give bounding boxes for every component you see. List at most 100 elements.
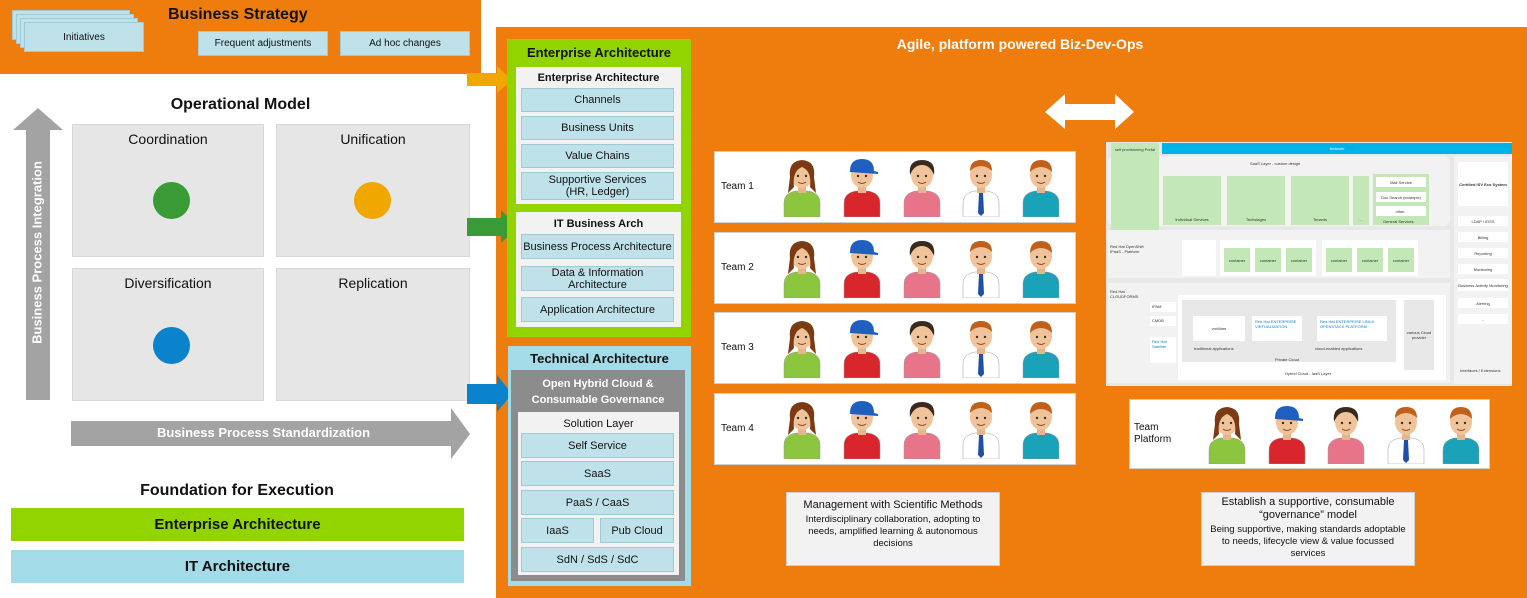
solution-layer-title: Solution Layer bbox=[563, 418, 634, 430]
standardization-arrow bbox=[71, 408, 470, 459]
quadrant-label: Unification bbox=[340, 131, 406, 147]
yellow-arrow bbox=[467, 66, 512, 93]
foundation-title: Foundation for Execution bbox=[140, 482, 334, 499]
woman-pink-person-icon bbox=[903, 402, 941, 459]
blue-dot bbox=[153, 327, 190, 364]
man-teal-person-icon bbox=[1442, 407, 1480, 464]
quadrant-label: Coordination bbox=[128, 131, 208, 147]
side-item: Billing bbox=[1458, 232, 1508, 242]
saas-layer-label: SaaS Layer - custom design bbox=[1250, 161, 1301, 166]
team-row: Team 4 bbox=[714, 393, 1076, 465]
frequent-adjustments-box: Frequent adjustments bbox=[198, 31, 328, 56]
it-item-dia: Data & Information Architecture bbox=[521, 266, 674, 291]
woman-green-person-icon bbox=[783, 402, 821, 459]
team-label: Team 3 bbox=[721, 342, 754, 353]
management-text: Interdisciplinary collaboration, adoptin… bbox=[805, 514, 981, 549]
saas-box-techstages: Techstages bbox=[1227, 176, 1285, 225]
foundation-ea-label: Enterprise Architecture bbox=[154, 516, 321, 533]
green-dot bbox=[153, 182, 190, 219]
team-label: Team 2 bbox=[721, 262, 754, 273]
paas-caas-box: PaaS / CaaS bbox=[521, 490, 674, 515]
left-item: Red Hat Satellite bbox=[1150, 337, 1176, 363]
vmware-box: vmWare bbox=[1193, 316, 1245, 341]
man-teal-person-icon bbox=[1022, 160, 1060, 217]
side-item: LDAP / IDSS bbox=[1458, 216, 1508, 226]
man-tie-person-icon bbox=[962, 160, 1000, 217]
certified-isv: Certified ISV Eco System bbox=[1458, 162, 1508, 206]
woman-green-person-icon bbox=[783, 241, 821, 298]
hybrid-cloud-title: Open Hybrid Cloud & Consumable Governanc… bbox=[531, 378, 665, 406]
man-tie-person-icon bbox=[1387, 407, 1425, 464]
container-box: container bbox=[1326, 248, 1352, 272]
man-teal-person-icon bbox=[1022, 321, 1060, 378]
agile-title: Agile, platform powered Biz-Dev-Ops bbox=[896, 36, 1144, 52]
left-item: IPAM bbox=[1150, 302, 1176, 312]
initiatives-box: Initiatives bbox=[24, 22, 144, 52]
container-box: container bbox=[1286, 248, 1312, 272]
team-label: Team 1 bbox=[721, 181, 754, 192]
woman-pink-person-icon bbox=[903, 321, 941, 378]
container-box: container bbox=[1357, 248, 1383, 272]
management-box: Management with Scientific Methods Inter… bbox=[786, 492, 1000, 566]
private-cloud-label: Private Cloud bbox=[1275, 357, 1300, 362]
general-services-label: General Services bbox=[1383, 219, 1414, 224]
ea-item-supportive-services: Supportive Services (HR, Ledger) bbox=[521, 172, 674, 200]
adhoc-changes-box: Ad hoc changes bbox=[340, 31, 470, 56]
technical-architecture-title: Technical Architecture bbox=[530, 351, 669, 366]
doc-search: Doc Search (example) bbox=[1376, 192, 1426, 202]
side-item: Business Activity Monitoring bbox=[1458, 279, 1508, 291]
man-tie-person-icon bbox=[962, 321, 1000, 378]
quadrant-replication: Replication bbox=[276, 268, 470, 401]
man-cap-red-person-icon bbox=[843, 159, 881, 217]
manager-box bbox=[1182, 240, 1216, 276]
yellow-dot bbox=[354, 182, 391, 219]
cloud-enabled-label: cloud-enabled applications bbox=[1315, 346, 1363, 351]
man-teal-person-icon bbox=[1022, 241, 1060, 298]
quadrant-coordination: Coordination bbox=[72, 124, 264, 257]
saas-box-tenants: Tenants bbox=[1291, 176, 1349, 225]
side-item: Alerting bbox=[1458, 298, 1508, 308]
container-box: container bbox=[1224, 248, 1250, 272]
foundation-it-label: IT Architecture bbox=[184, 558, 291, 575]
governance-title: Establish a supportive, consumable “gove… bbox=[1221, 496, 1395, 521]
woman-pink-person-icon bbox=[1327, 407, 1365, 464]
saas-box-individual: Individual Services bbox=[1163, 176, 1221, 225]
it-item-aa: Application Architecture bbox=[521, 297, 674, 322]
integration-arrow bbox=[13, 108, 63, 400]
man-tie-person-icon bbox=[962, 241, 1000, 298]
portal-box: self provisioning Portal bbox=[1111, 143, 1159, 235]
mail-service: Mail Service bbox=[1376, 177, 1426, 187]
man-tie-person-icon bbox=[962, 402, 1000, 459]
container-box: container bbox=[1255, 248, 1281, 272]
it-item-bpa: Business Process Architecture bbox=[521, 234, 674, 259]
iaas-box: IaaS bbox=[521, 518, 594, 543]
man-cap-red-person-icon bbox=[1268, 406, 1306, 464]
network-bar: Network bbox=[1162, 143, 1512, 154]
quadrant-label: Diversification bbox=[124, 275, 212, 291]
standardization-axis-label: Business Process Standardization bbox=[156, 425, 371, 440]
rhv-box: Red Hat ENTERPRISE VIRTUALIZATION bbox=[1252, 316, 1302, 341]
saas-box-ellipsis: ... bbox=[1353, 176, 1369, 225]
woman-green-person-icon bbox=[1208, 407, 1246, 464]
other-services: other.. bbox=[1376, 206, 1426, 216]
ea-item-channels: Channels bbox=[521, 88, 674, 112]
woman-green-person-icon bbox=[783, 321, 821, 378]
self-service-box: Self Service bbox=[521, 433, 674, 458]
quadrant-unification: Unification bbox=[276, 124, 470, 257]
traditional-label: traditional applications bbox=[1194, 346, 1234, 351]
enterprise-architecture-title: Enterprise Architecture bbox=[526, 45, 671, 60]
team-platform-label: Team Platform bbox=[1134, 422, 1172, 445]
team-row: Team 2 bbox=[714, 232, 1076, 304]
cloudforms-label: Red Hat CLOUDFORMS bbox=[1110, 289, 1139, 299]
quadrant-label: Replication bbox=[338, 275, 408, 291]
green-arrow bbox=[467, 210, 518, 243]
saas-box: SaaS bbox=[521, 461, 674, 486]
team-label: Team 4 bbox=[721, 423, 754, 434]
foundation-ea-bar: Enterprise Architecture bbox=[11, 508, 464, 541]
foundation-it-bar: IT Architecture bbox=[11, 550, 464, 583]
double-arrow bbox=[1045, 94, 1134, 129]
governance-text: Being supportive, making standards adopt… bbox=[1210, 524, 1406, 559]
side-item: ... bbox=[1458, 314, 1508, 324]
ea-item-business-units: Business Units bbox=[521, 116, 674, 140]
business-strategy-title: Business Strategy bbox=[168, 6, 308, 23]
